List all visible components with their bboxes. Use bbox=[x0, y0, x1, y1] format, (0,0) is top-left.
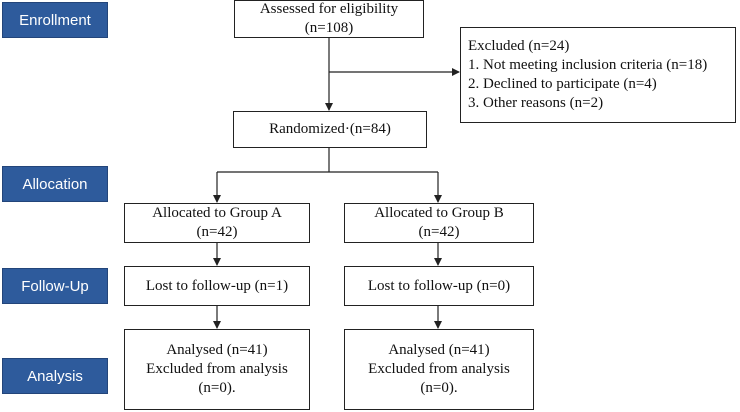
randomized-box: Randomized·(n=84) bbox=[233, 111, 427, 148]
group-b-analysed-box: Analysed (n=41) Excluded from analysis (… bbox=[344, 329, 534, 410]
excluded-reason-1: 1. Not meeting inclusion criteria (n=18) bbox=[468, 57, 708, 73]
assessed-line2: (n=108) bbox=[304, 20, 354, 36]
group-b-analysed-line3: (n=0). bbox=[420, 380, 458, 396]
assessed-line1: Assessed for eligibility bbox=[259, 1, 399, 17]
group-a-analysed-box: Analysed (n=41) Excluded from analysis (… bbox=[124, 329, 310, 410]
group-a-lost-box: Lost to follow-up (n=1) bbox=[124, 266, 310, 306]
stage-follow-up-label: Follow-Up bbox=[21, 277, 89, 295]
group-a-allocated-line1: Allocated to Group A bbox=[152, 205, 282, 221]
group-b-allocated-line1: Allocated to Group B bbox=[374, 205, 504, 221]
excluded-box: Excluded (n=24) 1. Not meeting inclusion… bbox=[460, 27, 736, 123]
excluded-title: Excluded (n=24) bbox=[468, 38, 570, 54]
group-a-lost-label: Lost to follow-up (n=1) bbox=[145, 277, 289, 294]
group-b-lost-box: Lost to follow-up (n=0) bbox=[344, 266, 534, 306]
stage-analysis: Analysis bbox=[2, 358, 108, 394]
group-b-allocated-box: Allocated to Group B (n=42) bbox=[344, 203, 534, 243]
assessed-box: Assessed for eligibility (n=108) bbox=[234, 0, 424, 38]
stage-follow-up: Follow-Up bbox=[2, 268, 108, 304]
excluded-reason-2: 2. Declined to participate (n=4) bbox=[468, 76, 657, 92]
randomized-label: Randomized·(n=84) bbox=[269, 121, 391, 137]
stage-enrollment-label: Enrollment bbox=[19, 11, 91, 29]
excluded-reason-3: 3. Other reasons (n=2) bbox=[468, 95, 604, 111]
group-b-lost-label: Lost to follow-up (n=0) bbox=[367, 277, 511, 294]
stage-analysis-label: Analysis bbox=[27, 367, 83, 385]
group-a-analysed-line1: Analysed (n=41) bbox=[166, 342, 268, 358]
group-b-allocated-line2: (n=42) bbox=[418, 224, 460, 240]
group-a-allocated-box: Allocated to Group A (n=42) bbox=[124, 203, 310, 243]
stage-enrollment: Enrollment bbox=[2, 2, 108, 38]
group-b-analysed-line2: Excluded from analysis bbox=[368, 361, 510, 377]
group-a-allocated-line2: (n=42) bbox=[196, 224, 238, 240]
stage-allocation-label: Allocation bbox=[22, 175, 88, 193]
group-a-analysed-line3: (n=0). bbox=[198, 380, 236, 396]
group-b-analysed-line1: Analysed (n=41) bbox=[388, 342, 490, 358]
stage-allocation: Allocation bbox=[2, 166, 108, 202]
group-a-analysed-line2: Excluded from analysis bbox=[146, 361, 288, 377]
